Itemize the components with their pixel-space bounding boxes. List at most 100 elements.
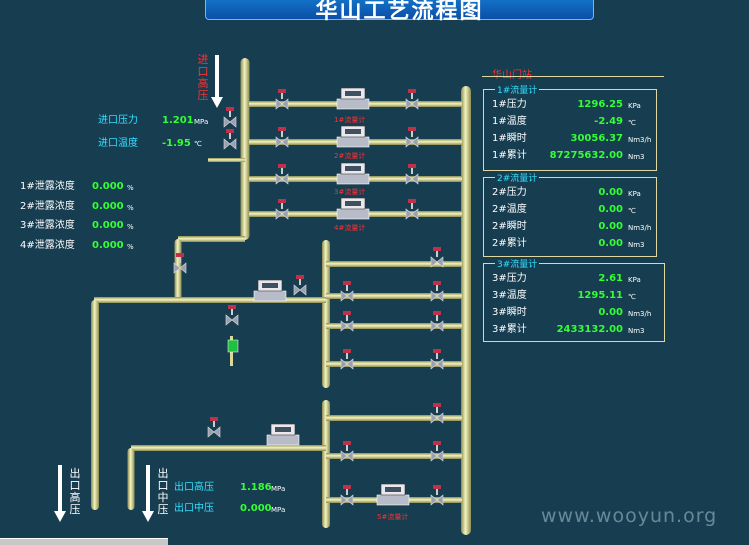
- flow-meter: [376, 483, 410, 506]
- valve: [223, 107, 237, 128]
- pipe: [326, 453, 462, 459]
- meter-title: 2#流量计: [495, 171, 540, 184]
- pipe: [94, 297, 326, 303]
- meter-title: 3#流量计: [495, 257, 540, 270]
- pipe: [240, 58, 250, 240]
- watermark: www.wooyun.org: [541, 505, 718, 527]
- valve: [430, 441, 444, 462]
- valve: [430, 281, 444, 302]
- pipe: [91, 300, 99, 510]
- meter-row-unit: KPa: [628, 190, 641, 198]
- meter-row-label: 3#累计: [492, 324, 527, 335]
- inlet-temp-unit: ℃: [194, 140, 202, 148]
- meter-row-label: 2#累计: [492, 238, 527, 249]
- meter-row-value: -2.49: [594, 116, 623, 127]
- meter-row-value: 30056.37: [570, 133, 623, 144]
- pipe: [326, 261, 462, 267]
- meter-row-value: 2.61: [598, 273, 623, 284]
- leak-unit: %: [127, 203, 134, 212]
- leak-unit: %: [127, 184, 134, 192]
- leak-label: 3#泄露浓度: [20, 220, 75, 231]
- pipe: [131, 445, 326, 451]
- meter-row-unit: ℃: [628, 119, 636, 127]
- meter-row-label: 3#瞬时: [492, 307, 527, 318]
- valve: [405, 127, 419, 148]
- pipe: [127, 448, 135, 510]
- outlet-high-vertical: 出口高压: [69, 467, 81, 516]
- pipe: [326, 323, 462, 329]
- flow-arrow-head: [211, 97, 223, 108]
- meter-row-unit: ℃: [628, 293, 636, 301]
- inlet-pressure-value: 1.201: [162, 115, 194, 126]
- valve: [223, 129, 237, 150]
- valve: [430, 485, 444, 506]
- meter-row-unit: Nm3/h: [628, 310, 652, 318]
- meter-row-value: 87275632.00: [549, 150, 623, 161]
- regulator: [227, 339, 239, 353]
- meter-row-value: 1295.11: [577, 290, 623, 301]
- inlet-high-label: 进口高压: [197, 53, 209, 102]
- valve: [275, 89, 289, 110]
- valve: [405, 89, 419, 110]
- meter-row-value: 0.00: [598, 187, 623, 198]
- leak-value: 0.000: [92, 220, 124, 231]
- flow-arrow-head: [142, 511, 154, 522]
- outlet-high-unit: MPa: [271, 485, 286, 493]
- leak-value: 0.000: [92, 200, 124, 212]
- meter-row-value: 0.00: [598, 238, 623, 249]
- valve: [430, 403, 444, 424]
- pipe: [178, 236, 245, 242]
- pipe: [322, 400, 330, 528]
- meter-row-unit: KPa: [628, 276, 641, 284]
- valve: [430, 311, 444, 332]
- valve: [293, 275, 307, 296]
- valve: [405, 164, 419, 185]
- flow-meter: [336, 162, 370, 185]
- inlet-temp-value: -1.95: [162, 138, 191, 149]
- meter-box: [483, 177, 657, 257]
- flow-meter: [336, 125, 370, 148]
- meter-row-unit: ℃: [628, 207, 636, 215]
- inlet-temp-label: 进口温度: [98, 138, 138, 149]
- outlet-mid-unit: MPa: [271, 506, 286, 514]
- flow-arrow-shaft: [146, 465, 150, 512]
- valve: [340, 441, 354, 462]
- meter-row-label: 2#压力: [492, 187, 527, 198]
- leak-label: 2#泄露浓度: [20, 200, 75, 212]
- valve: [340, 349, 354, 370]
- valve: [430, 349, 444, 370]
- flow-meter: [336, 87, 370, 110]
- pipe: [322, 240, 330, 388]
- outlet-mid-value: 0.000: [240, 503, 272, 514]
- meter-row-value: 0.00: [598, 221, 623, 232]
- valve: [275, 127, 289, 148]
- meter-tag: 5#流量计: [377, 513, 409, 521]
- meter-row-label: 2#瞬时: [492, 221, 527, 232]
- valve: [207, 417, 221, 438]
- meter-row-unit: Nm3/h: [628, 136, 652, 144]
- pipe: [326, 361, 462, 367]
- flow-arrow-head: [54, 511, 66, 522]
- pipe: [208, 158, 245, 162]
- leak-value: 0.000: [92, 239, 124, 251]
- page-title: 华山工艺流程图: [315, 0, 484, 24]
- pipe: [326, 293, 462, 299]
- valve: [275, 199, 289, 220]
- meter-row-unit: Nm3: [628, 241, 645, 249]
- meter-row-label: 2#温度: [492, 204, 527, 215]
- meter-row-value: 1296.25: [577, 99, 623, 110]
- meter-row-value: 0.00: [598, 204, 623, 215]
- meter-row-label: 1#累计: [492, 150, 527, 161]
- leak-unit: %: [127, 242, 134, 251]
- station-divider: [482, 76, 664, 77]
- meter-tag: 4#流量计: [334, 224, 366, 232]
- meter-tag: 1#流量计: [334, 116, 366, 124]
- flow-arrows: [54, 55, 223, 522]
- flow-meter: [336, 197, 370, 220]
- meter-box: [483, 263, 665, 342]
- meter-tag: 2#流量计: [334, 152, 366, 160]
- meter-title: 1#流量计: [495, 83, 540, 96]
- outlet-mid-vertical: 出口中压: [157, 467, 169, 516]
- pipe: [326, 415, 462, 421]
- valve: [275, 164, 289, 185]
